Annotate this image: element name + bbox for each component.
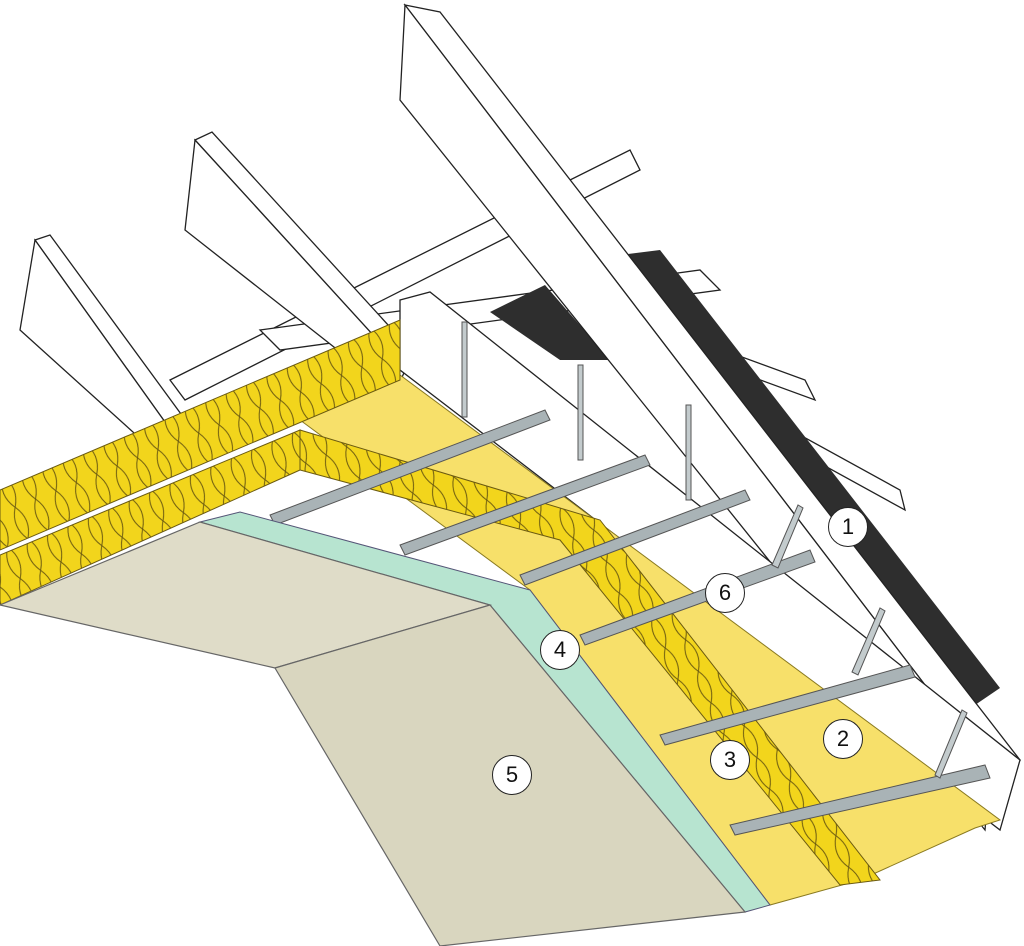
callout-5: 5 [492,755,532,795]
steel-channels [269,321,991,836]
callout-label: 3 [723,747,737,772]
callout-label: 1 [841,514,855,539]
callout-6: 6 [705,573,745,613]
callout-label: 5 [505,762,519,787]
callout-2: 2 [823,719,863,759]
callout-label: 4 [553,637,567,662]
callout-1: 1 [828,507,868,547]
callout-label: 2 [836,726,850,751]
mineral-wool [0,319,881,886]
membrane [490,250,1000,705]
callout-4: 4 [540,630,580,670]
callout-label: 6 [718,580,732,605]
callout-3: 3 [710,740,750,780]
